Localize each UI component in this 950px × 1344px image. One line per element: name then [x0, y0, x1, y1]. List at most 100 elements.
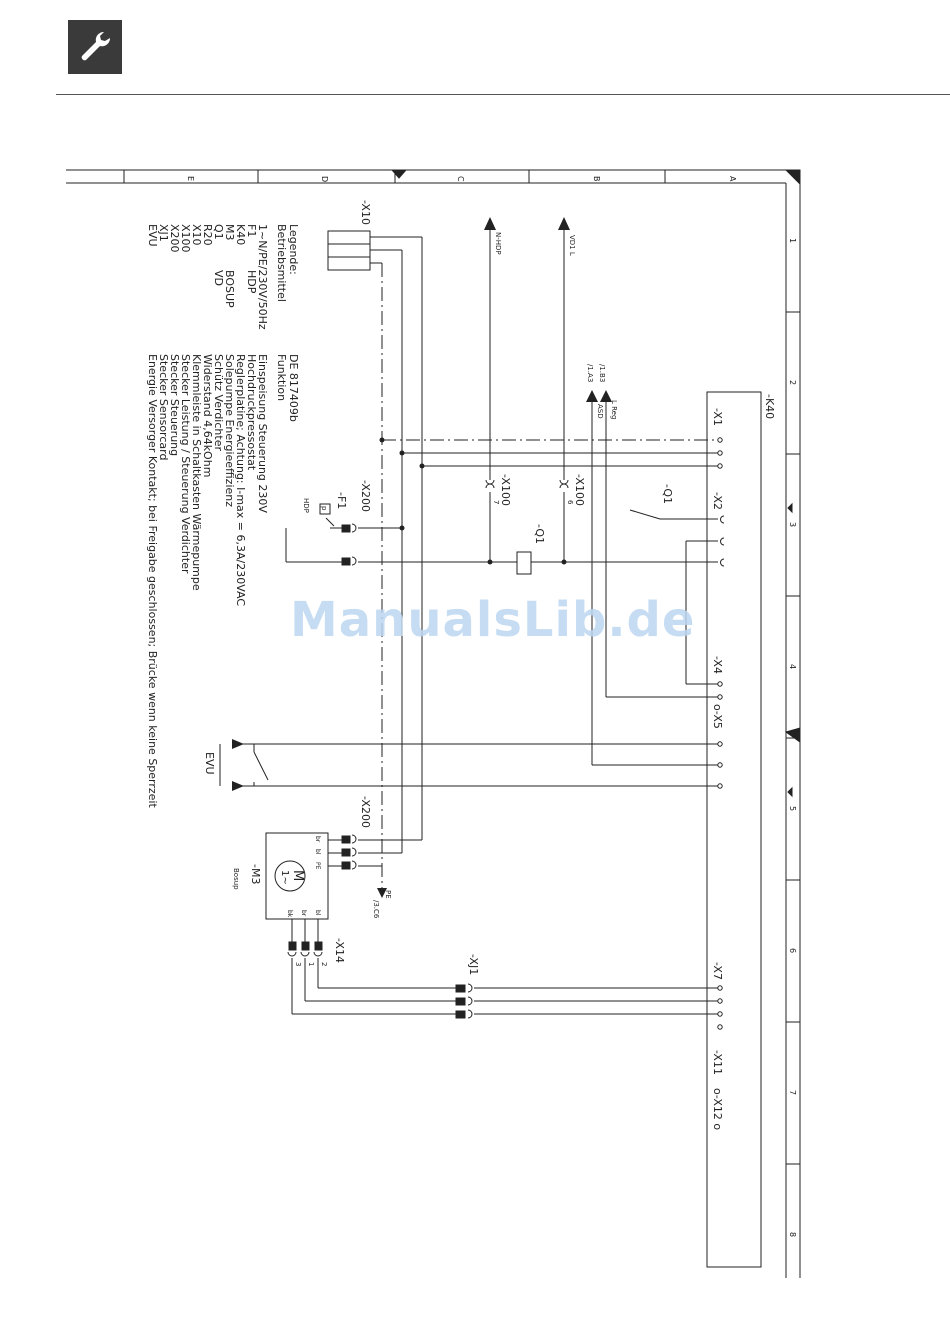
- legend: Legende: Betriebsmittel DE 817409b Funkt…: [146, 224, 300, 808]
- q1-coil: [358, 551, 718, 575]
- legend-desc: Energie Versorger Kontakt; bei Freigabe …: [146, 354, 159, 808]
- n-hdp-line: [484, 217, 570, 480]
- m3-motor: [265, 832, 422, 920]
- legend-col3-header: Funktion: [275, 354, 288, 401]
- x1-label: -X1: [711, 408, 724, 426]
- f1-p-label: p: [320, 506, 328, 511]
- legend-id: Q1: [212, 224, 225, 240]
- pe-label: PE: [384, 890, 392, 899]
- motor-bot-pin: br: [300, 910, 307, 917]
- k40-label: -K40: [763, 394, 776, 419]
- frame-row-label: D: [320, 176, 329, 182]
- frame-row-label: C: [456, 176, 465, 182]
- legend-col3-header: DE 817409b: [287, 354, 300, 422]
- x10-terminal-block: [327, 230, 371, 271]
- f1-hdp-label: HDP: [302, 498, 310, 513]
- legend-id: K40: [234, 224, 247, 245]
- legend-id: XJ1: [157, 224, 170, 242]
- x100b-pin: 6: [566, 500, 574, 505]
- ref-3c6: /3.C6: [372, 900, 380, 919]
- m3-label: -M3: [249, 864, 262, 884]
- x5-label: o-X5: [711, 704, 724, 729]
- frame-col-label: 1: [788, 238, 797, 243]
- legend-desc: Stecker Steuerung: [168, 354, 181, 456]
- x14-connector: [287, 919, 456, 1015]
- legend-desc: Stecker Sensorcard: [157, 354, 170, 460]
- legend-id: F1: [245, 224, 258, 237]
- x200-f1-connector: [285, 503, 402, 566]
- legend-id: M3: [223, 224, 236, 241]
- frame-col-label: 8: [788, 1232, 797, 1237]
- frame-row-label: E: [186, 176, 195, 181]
- n-hdp-label: N-HDP: [494, 232, 502, 255]
- legend-tag: HDP: [245, 270, 258, 294]
- k40-terminals: [717, 437, 725, 1030]
- legend-tag: VD: [212, 270, 225, 286]
- x10-label: -X10: [359, 200, 372, 225]
- bus-lines: [370, 236, 718, 890]
- frame-col-label: 7: [788, 1090, 797, 1095]
- x14-label: -X14: [333, 938, 346, 963]
- frame-row-label: A: [728, 176, 737, 182]
- legend-desc: Hochdruckpressostat: [245, 354, 258, 471]
- xj1-connector: [455, 983, 718, 1019]
- x100a-pin: 7: [492, 500, 500, 504]
- legend-desc: Einspeisung Steuerung 230V: [256, 354, 269, 513]
- x2-label: -X2: [711, 492, 724, 510]
- x14-pin: 1: [307, 962, 315, 966]
- motor-m: M: [290, 870, 305, 881]
- frame-col-label: 4: [788, 664, 797, 669]
- legend-col1-header: Betriebsmittel: [275, 224, 288, 302]
- x12-label: o-X12 o: [711, 1088, 724, 1130]
- f1-label: -F1: [335, 492, 348, 509]
- ref-1a3: /1.A3: [586, 364, 594, 382]
- lreg-label: L Reg: [610, 400, 618, 419]
- k40-board: [706, 391, 762, 1268]
- legend-title: Legende:: [287, 224, 300, 275]
- x7-label: -X7: [711, 962, 724, 980]
- x100-connector: [485, 479, 569, 562]
- frame-col-label: 5: [788, 806, 797, 811]
- frame-col-label: 2: [788, 380, 797, 385]
- x100a-label: -X100: [499, 474, 512, 506]
- xj1-label: -XJ1: [467, 954, 480, 975]
- legend-id: EVU: [146, 224, 159, 247]
- drawing-frame: [66, 169, 801, 1278]
- evu-label: EVU: [203, 752, 216, 775]
- x4-label: -X4: [711, 656, 724, 674]
- legend-id: X10: [190, 224, 203, 246]
- legend-desc: Solepumpe Energieeffizienz: [223, 354, 236, 507]
- q1-contact: [629, 509, 718, 520]
- motor-phase: 1~: [279, 870, 290, 885]
- x14-pin: 3: [294, 962, 302, 966]
- motor-top-pin: bl: [314, 849, 321, 855]
- q1-contact-label: -Q1: [661, 484, 674, 504]
- asd-label: ASD: [596, 404, 604, 419]
- legend-desc: Stecker Leistung / Steuerung Verdichter: [179, 354, 192, 574]
- legend-id: R20: [201, 224, 214, 246]
- motor-top-pin: br: [314, 836, 321, 843]
- legend-desc: Widerstand 4,64kOhm: [201, 354, 214, 477]
- legend-desc: Reglerplatine; Achtung: I-max = 6,3A/230…: [234, 354, 247, 606]
- x200b-label: -X200: [359, 796, 372, 828]
- x14-pin: 2: [320, 962, 328, 966]
- motor-bot-pin: bl: [314, 910, 321, 916]
- header-rule: [56, 94, 950, 95]
- vd1l-label: VD1 L: [568, 235, 576, 256]
- legend-id: X100: [179, 224, 192, 253]
- frame-row-label: B: [592, 176, 601, 182]
- legend-id: 1~N/PE/230V/50Hz: [256, 224, 269, 330]
- x11-label: -X11: [711, 1050, 724, 1075]
- legend-id: X200: [168, 224, 181, 253]
- legend-tag: BOSUP: [223, 270, 236, 308]
- frame-col-label: 6: [788, 948, 797, 953]
- x200a-label: -X200: [359, 480, 372, 512]
- q1-coil-label: -Q1: [533, 524, 546, 544]
- legend-desc: Schütz Verdichter: [212, 354, 225, 451]
- evu-contact: [219, 739, 718, 791]
- motor-top-pin: PE: [314, 862, 321, 870]
- frame-col-label: 3: [788, 522, 797, 527]
- x100b-label: -X100: [573, 474, 586, 506]
- legend-desc: Klemmleiste in Schaltkasten Wärmepumpe: [190, 354, 203, 591]
